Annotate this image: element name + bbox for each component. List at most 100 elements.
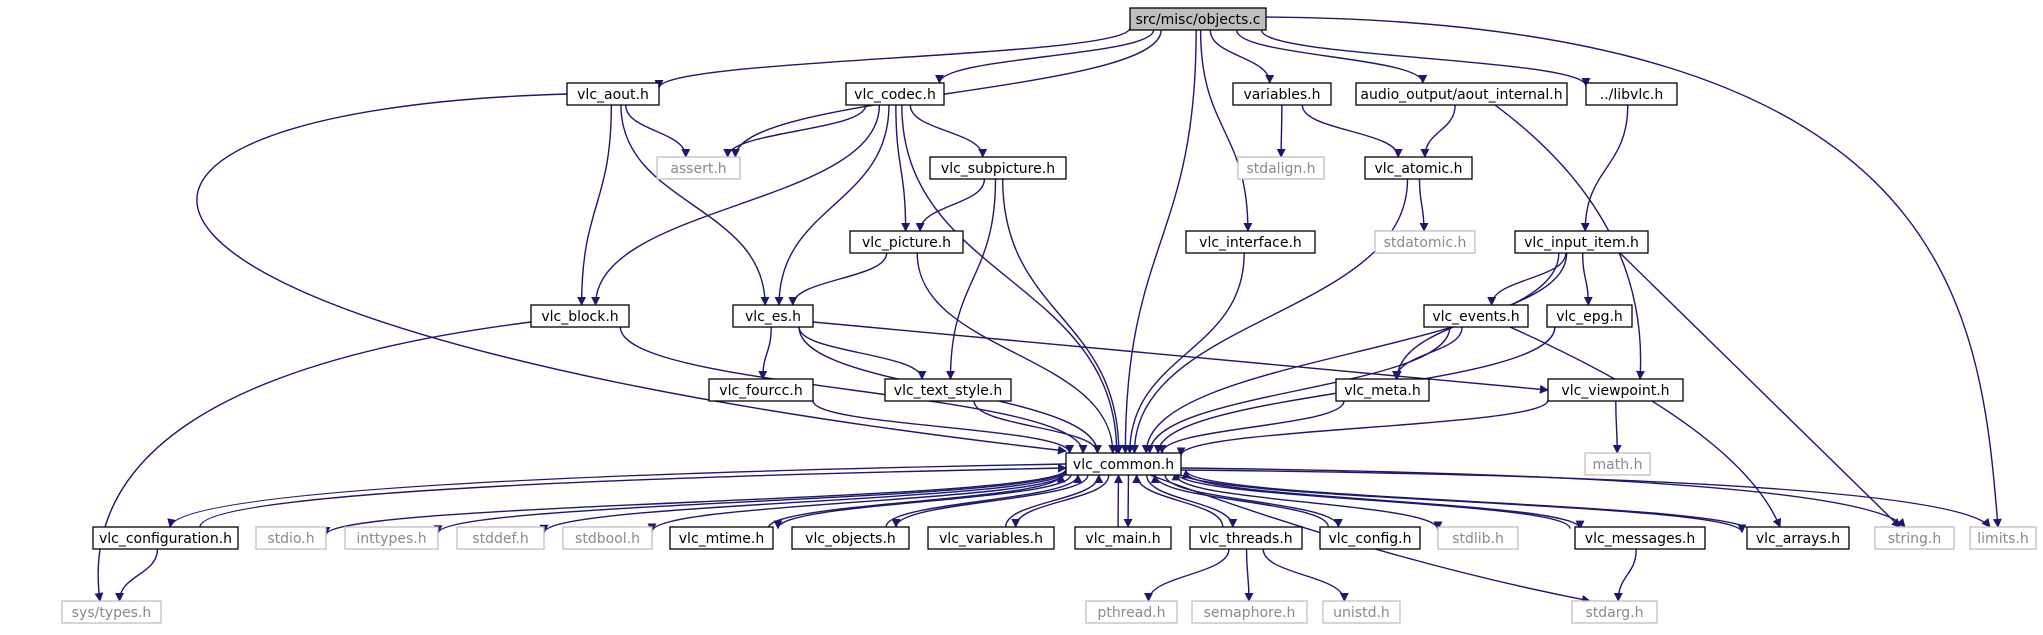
node-label: vlc_interface.h bbox=[1199, 235, 1302, 251]
edge-objects_c-to-limits bbox=[1265, 16, 2002, 528]
node-vlc-config[interactable]: vlc_config.h bbox=[1319, 526, 1421, 550]
edge-vlc_codec-to-vlc_subpicture bbox=[909, 104, 988, 158]
dependency-edges bbox=[94, 16, 2002, 604]
node-vlc-subpicture[interactable]: vlc_subpicture.h bbox=[929, 156, 1067, 180]
dependency-edge bbox=[1145, 326, 1451, 454]
edge-vlc_input_item-to-vlc_epg bbox=[1581, 252, 1593, 306]
node-label: vlc_epg.h bbox=[1556, 309, 1623, 325]
edge-vlc_atomic-to-stdatomic bbox=[1418, 178, 1429, 232]
node-vlc-interface[interactable]: vlc_interface.h bbox=[1185, 230, 1316, 254]
node-vlc-threads[interactable]: vlc_threads.h bbox=[1189, 526, 1303, 550]
node-vlc-text-style[interactable]: vlc_text_style.h bbox=[884, 378, 1012, 402]
node-variables[interactable]: variables.h bbox=[1232, 82, 1332, 106]
node-string: string.h bbox=[1874, 526, 1955, 550]
edge-vlc_es-to-vlc_text_style bbox=[798, 326, 927, 380]
edge-vlc_input_item-to-vlc_events bbox=[1487, 252, 1567, 306]
dependency-edge bbox=[1613, 548, 1637, 602]
node-box bbox=[1374, 230, 1476, 254]
node-limits: limits.h bbox=[1969, 526, 2037, 550]
dependency-edge bbox=[1209, 29, 1275, 84]
dependency-edge bbox=[647, 471, 1067, 533]
node-libvlc[interactable]: ../libvlc.h bbox=[1585, 82, 1678, 106]
edge-vlc_input_item-to-string bbox=[1619, 252, 1901, 528]
dependency-edge bbox=[1181, 469, 1753, 533]
dependency-edge bbox=[1146, 474, 1238, 528]
edge-objects_c-to-vlc_interface bbox=[1199, 29, 1253, 232]
node-box bbox=[1335, 378, 1430, 402]
node-box bbox=[1355, 82, 1568, 106]
node-vlc-meta[interactable]: vlc_meta.h bbox=[1335, 378, 1430, 402]
node-box bbox=[1085, 600, 1178, 624]
node-label: ../libvlc.h bbox=[1600, 87, 1663, 103]
node-stddef: stddef.h bbox=[456, 526, 545, 550]
node-label: stdalign.h bbox=[1246, 161, 1315, 177]
node-semaphore: semaphore.h bbox=[1191, 600, 1308, 624]
dependency-edge bbox=[891, 474, 1089, 528]
dependency-edge bbox=[774, 104, 890, 306]
edge-vlc_meta-to-vlc_common bbox=[1157, 400, 1345, 454]
node-vlc-aout[interactable]: vlc_aout.h bbox=[566, 82, 660, 106]
edge-vlc_picture-to-vlc_es bbox=[788, 252, 888, 306]
dependency-edge bbox=[1011, 474, 1110, 528]
node-vlc-variables[interactable]: vlc_variables.h bbox=[927, 526, 1055, 550]
node-vlc-atomic[interactable]: vlc_atomic.h bbox=[1364, 156, 1473, 180]
node-box bbox=[1237, 156, 1325, 180]
node-vlc-fourcc[interactable]: vlc_fourcc.h bbox=[708, 378, 814, 402]
edge-vlc_common-to-vlc_threads bbox=[1146, 474, 1238, 528]
node-label: stdbool.h bbox=[575, 531, 640, 547]
node-box bbox=[1437, 526, 1519, 550]
node-vlc-input-item[interactable]: vlc_input_item.h bbox=[1514, 230, 1649, 254]
node-label: vlc_events.h bbox=[1432, 309, 1519, 325]
edge-vlc_configuration-to-vlc_common bbox=[199, 463, 1067, 528]
dependency-edge bbox=[1180, 469, 1991, 528]
node-label: pthread.h bbox=[1097, 605, 1165, 621]
node-stdarg: stdarg.h bbox=[1571, 600, 1658, 624]
edge-vlc_text_style-to-vlc_common bbox=[973, 400, 1102, 454]
node-label: vlc_main.h bbox=[1085, 531, 1160, 547]
node-unistd: unistd.h bbox=[1322, 600, 1401, 624]
node-vlc-arrays[interactable]: vlc_arrays.h bbox=[1746, 526, 1850, 550]
node-aout-internal[interactable]: audio_output/aout_internal.h bbox=[1355, 82, 1568, 106]
node-vlc-epg[interactable]: vlc_epg.h bbox=[1546, 304, 1633, 328]
node-vlc-configuration[interactable]: vlc_configuration.h bbox=[92, 526, 239, 550]
edge-objects_c-to-vlc_common bbox=[1120, 29, 1197, 454]
node-label: sys/types.h bbox=[72, 605, 151, 621]
edge-vlc_common-to-stdio bbox=[321, 468, 1067, 536]
edge-vlc_threads-to-pthread bbox=[1144, 548, 1230, 602]
node-box bbox=[1232, 82, 1332, 106]
node-vlc-viewpoint[interactable]: vlc_viewpoint.h bbox=[1547, 378, 1684, 402]
node-vlc-main[interactable]: vlc_main.h bbox=[1074, 526, 1172, 550]
edge-aout_internal-to-vlc_atomic bbox=[1420, 104, 1456, 158]
node-label: limits.h bbox=[1977, 531, 2028, 547]
node-inttypes: inttypes.h bbox=[344, 526, 439, 550]
node-vlc-events[interactable]: vlc_events.h bbox=[1423, 304, 1529, 328]
node-vlc-codec[interactable]: vlc_codec.h bbox=[845, 82, 945, 106]
dependency-edge bbox=[1244, 548, 1254, 602]
node-box bbox=[1514, 230, 1649, 254]
node-vlc-picture[interactable]: vlc_picture.h bbox=[849, 230, 964, 254]
node-vlc-objects[interactable]: vlc_objects.h bbox=[791, 526, 910, 550]
node-stdbool: stdbool.h bbox=[562, 526, 653, 550]
node-stdio: stdio.h bbox=[255, 526, 327, 550]
node-label: vlc_meta.h bbox=[1344, 383, 1421, 399]
node-box bbox=[530, 304, 630, 328]
node-vlc-es[interactable]: vlc_es.h bbox=[732, 304, 814, 328]
node-label: unistd.h bbox=[1333, 605, 1390, 621]
node-vlc-common[interactable]: vlc_common.h bbox=[1065, 452, 1182, 476]
dependency-edge bbox=[591, 104, 881, 306]
node-objects-c[interactable]: src/misc/objects.c bbox=[1129, 7, 1267, 31]
node-label: vlc_fourcc.h bbox=[719, 383, 802, 399]
dependency-edge bbox=[723, 104, 867, 158]
node-label: vlc_atomic.h bbox=[1374, 161, 1462, 177]
edge-objects_c-to-aout_internal bbox=[1235, 29, 1428, 84]
node-box bbox=[1969, 526, 2037, 550]
node-label: vlc_codec.h bbox=[854, 87, 936, 103]
dependency-edge bbox=[321, 468, 1067, 536]
dependency-edge bbox=[1150, 474, 1330, 528]
node-label: vlc_objects.h bbox=[805, 531, 896, 547]
node-vlc-mtime[interactable]: vlc_mtime.h bbox=[669, 526, 774, 550]
node-vlc-messages[interactable]: vlc_messages.h bbox=[1574, 526, 1706, 550]
edge-vlc_codec-to-assert bbox=[723, 104, 867, 158]
edge-vlc_messages-to-vlc_common bbox=[1171, 471, 1571, 529]
node-vlc-block[interactable]: vlc_block.h bbox=[530, 304, 630, 328]
